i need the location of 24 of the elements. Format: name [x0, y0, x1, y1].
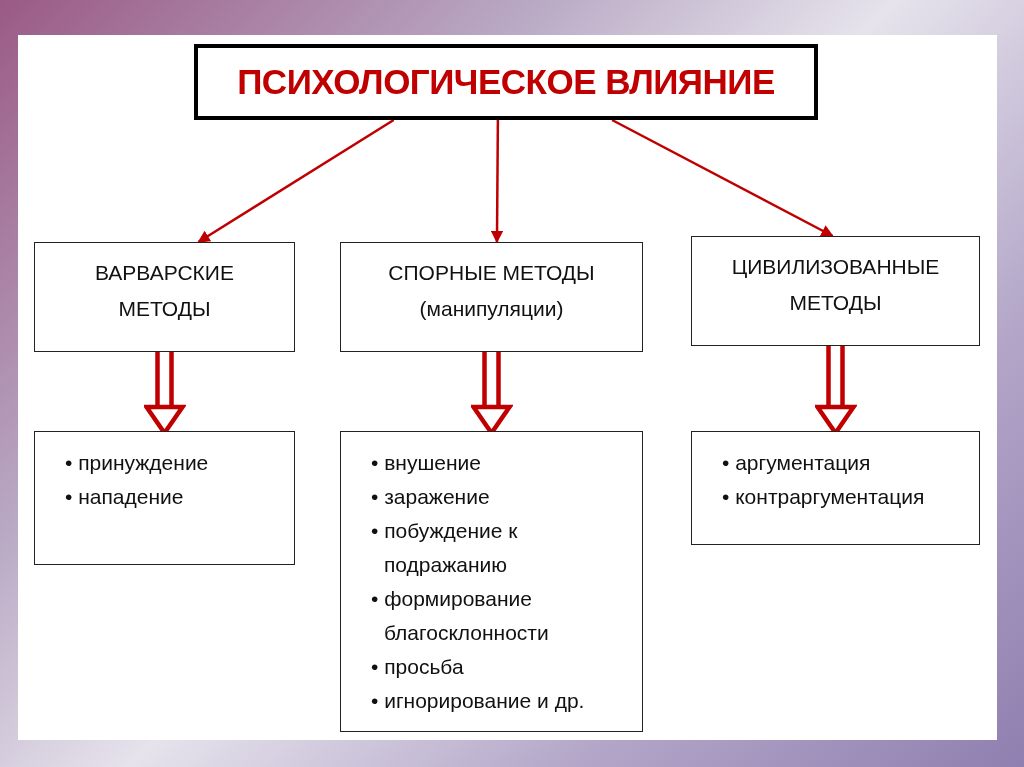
list-item: • аргументация — [722, 450, 872, 476]
category-label: СПОРНЫЕ МЕТОДЫ (манипуляции) — [387, 260, 596, 322]
arrow — [197, 118, 395, 244]
list-item: • внушение — [371, 450, 482, 476]
list-item: • принуждение — [65, 450, 210, 476]
title-box — [194, 44, 818, 120]
list-item: • просьба — [371, 654, 465, 680]
list-box — [34, 431, 295, 565]
list-item: • формирование благосклонности — [371, 586, 550, 646]
arrow — [490, 120, 504, 244]
category-box — [340, 242, 643, 352]
list-item: • заражение — [371, 484, 491, 510]
category-box — [34, 242, 295, 352]
category-label: ЦИВИЛИЗОВАННЫЕ МЕТОДЫ — [730, 254, 941, 316]
category-box — [691, 236, 980, 346]
list-item: • нападение — [65, 484, 185, 510]
arrow — [611, 118, 834, 238]
list-item: • побуждение к подражанию — [371, 518, 519, 578]
list-item: • контраргументация — [722, 484, 926, 510]
list-item: • игнорирование и др. — [371, 688, 586, 714]
list-box — [691, 431, 980, 545]
node-label: ПСИХОЛОГИЧЕСКОЕ ВЛИЯНИЕ — [237, 62, 775, 102]
category-label: ВАРВАРСКИЕ МЕТОДЫ — [94, 260, 235, 322]
list-box — [340, 431, 643, 732]
